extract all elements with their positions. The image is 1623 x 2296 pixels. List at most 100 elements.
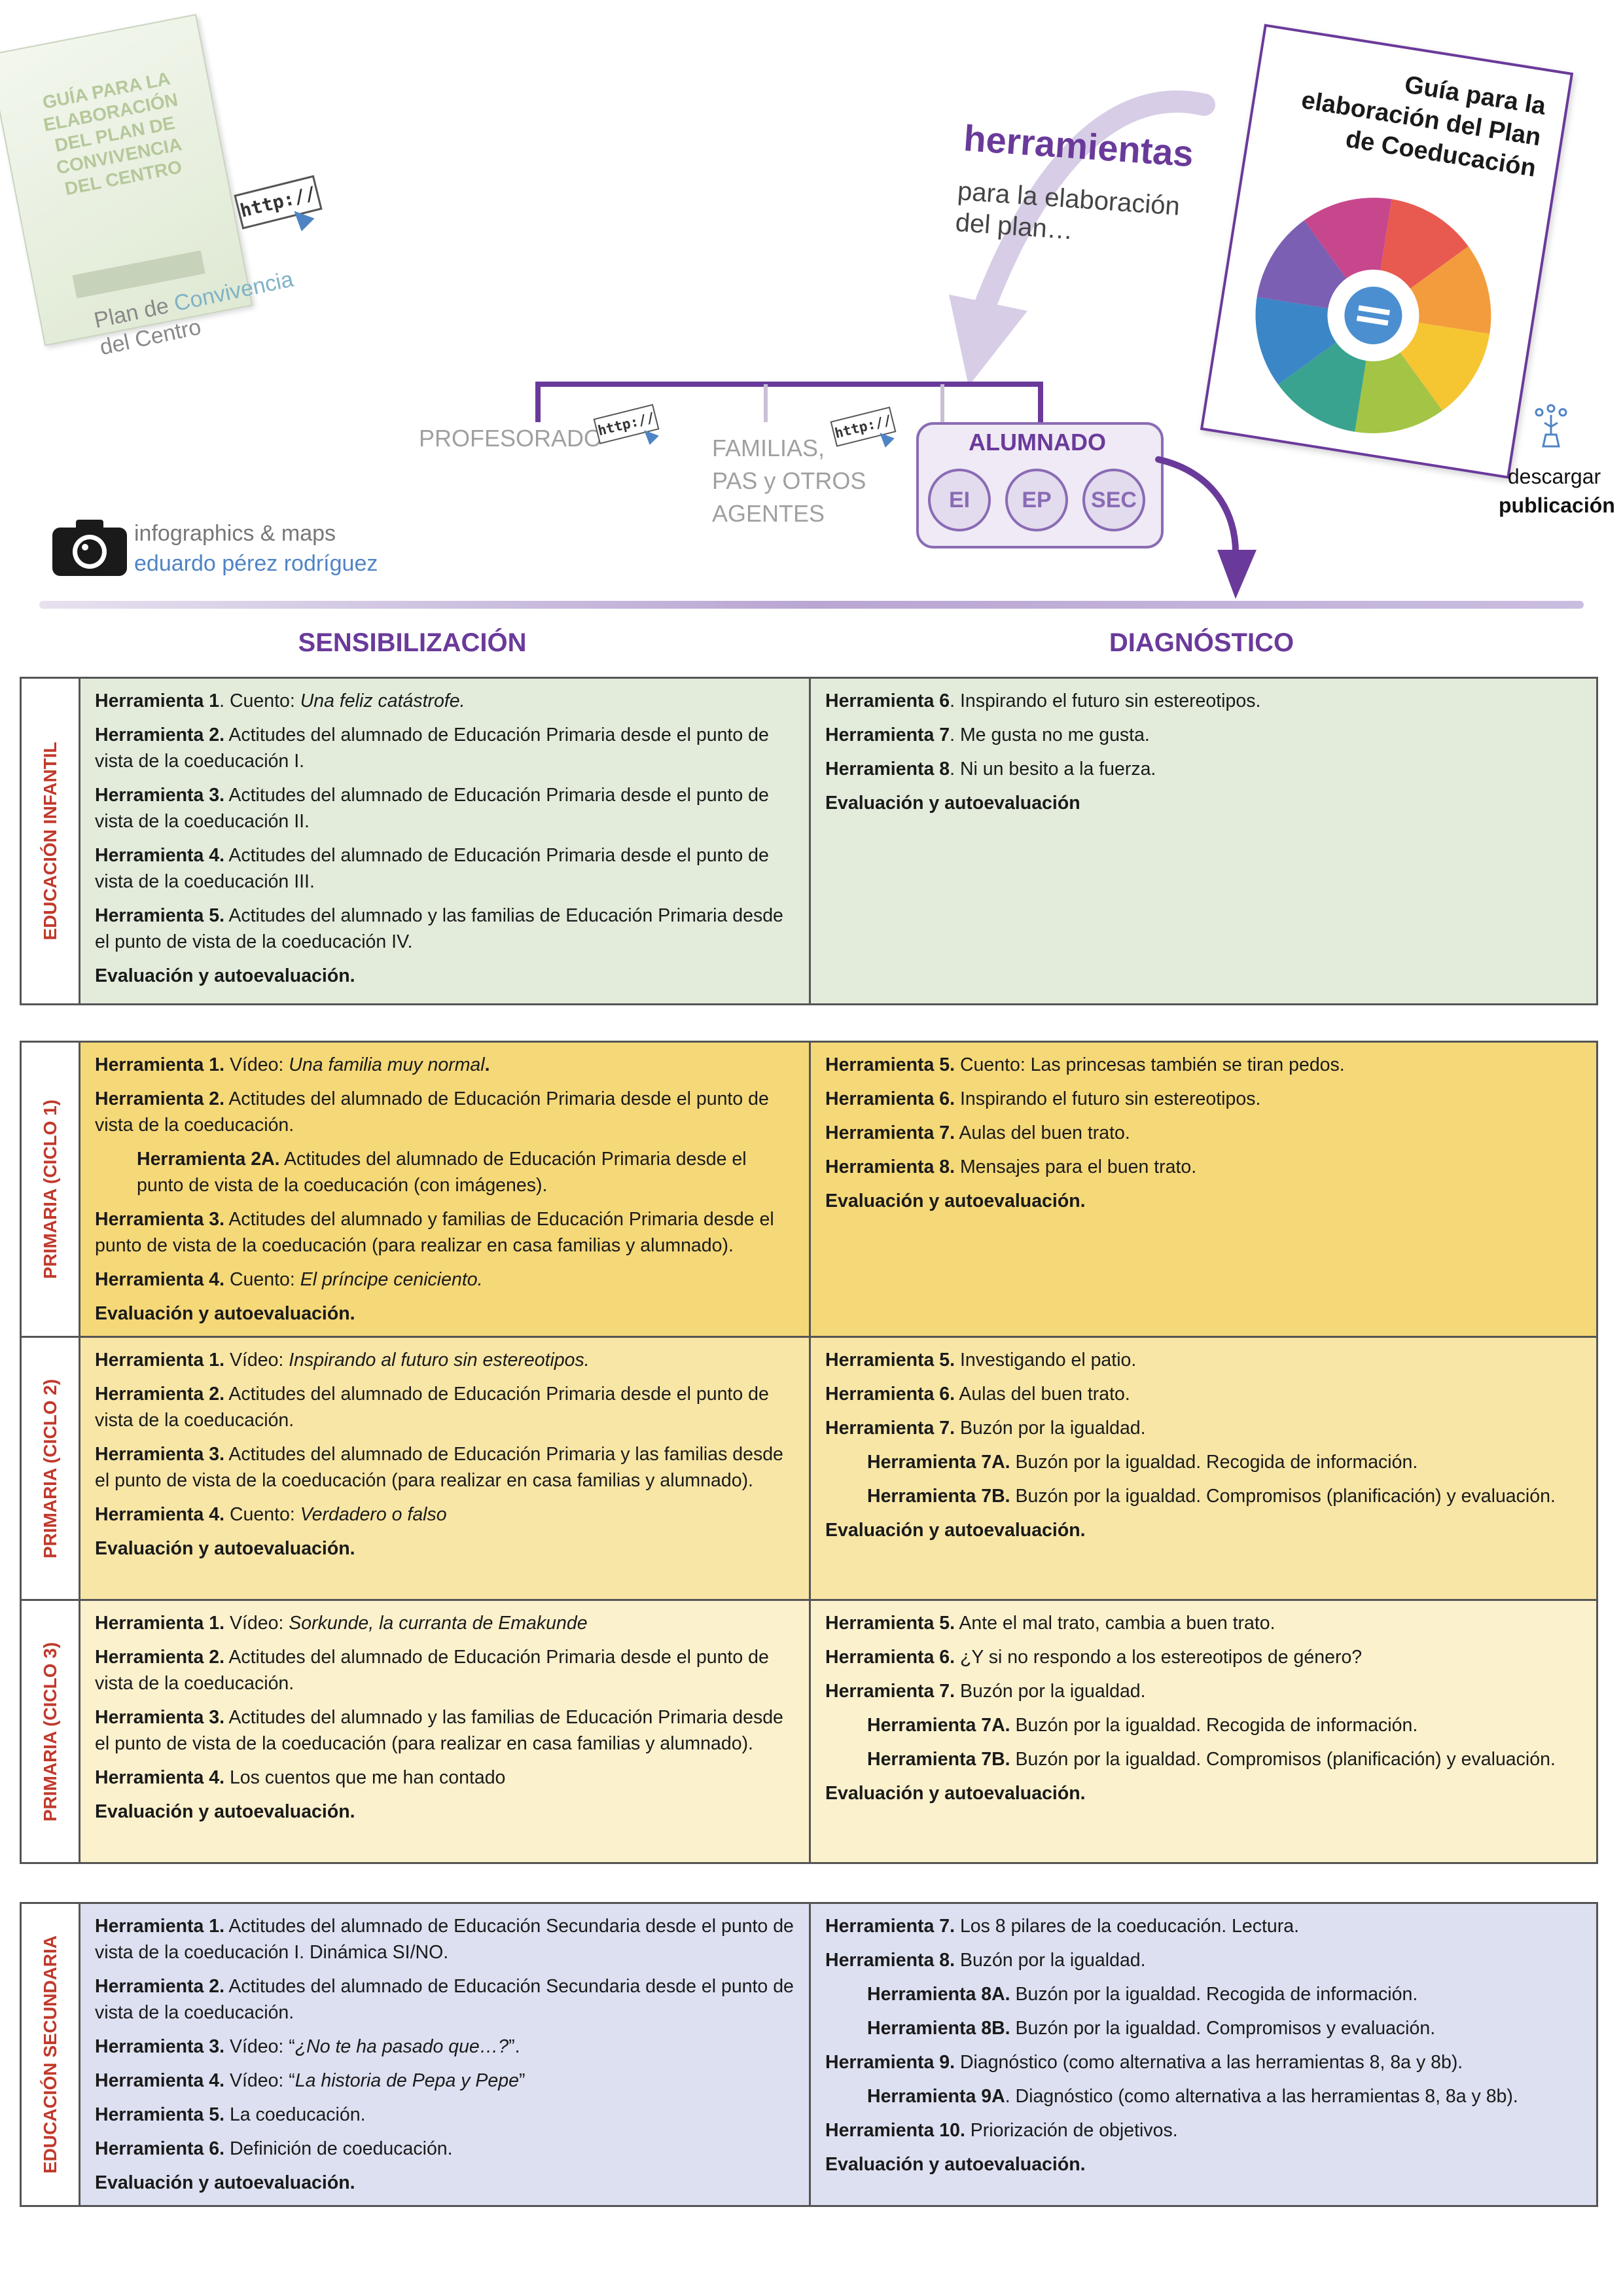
tool-item[interactable]: Herramienta 7A. Buzón por la igualdad. R…	[825, 1712, 1582, 1738]
tool-label: Herramienta 7.	[825, 1418, 955, 1439]
tool-item[interactable]: Herramienta 3. Actitudes del alumnado de…	[95, 782, 794, 834]
tool-item[interactable]: Herramienta 6. Aulas del buen trato.	[825, 1381, 1582, 1407]
tool-item[interactable]: Herramienta 7. Aulas del buen trato.	[825, 1120, 1582, 1146]
stage-ep-button[interactable]: EP	[1005, 469, 1068, 531]
tool-item[interactable]: Herramienta 8B. Buzón por la igualdad. C…	[825, 2015, 1582, 2041]
tool-item[interactable]: Herramienta 1. Actitudes del alumnado de…	[95, 1913, 794, 1965]
tool-item[interactable]: Herramienta 8A. Buzón por la igualdad. R…	[825, 1981, 1582, 2007]
tool-item[interactable]: Herramienta 5. Actitudes del alumnado y …	[95, 903, 794, 955]
tool-item[interactable]: Herramienta 7. Buzón por la igualdad.	[825, 1415, 1582, 1441]
tool-item[interactable]: Herramienta 8. Ni un besito a la fuerza.	[825, 756, 1582, 782]
tool-item[interactable]: Herramienta 2A. Actitudes del alumnado d…	[95, 1146, 794, 1198]
tool-item[interactable]: Herramienta 4. Cuento: El príncipe cenic…	[95, 1266, 794, 1293]
evaluation-item[interactable]: Evaluación y autoevaluación.	[95, 1535, 794, 1562]
tool-item[interactable]: Herramienta 9A. Diagnóstico (como altern…	[825, 2083, 1582, 2109]
tool-item[interactable]: Herramienta 7. Los 8 pilares de la coedu…	[825, 1913, 1582, 1939]
familias-line2: PAS y OTROS	[712, 467, 866, 494]
tool-label: Herramienta 9.	[825, 2052, 955, 2073]
tool-text: Ante el mal trato, cambia a buen trato.	[959, 1613, 1275, 1634]
evaluation-item[interactable]: Evaluación y autoevaluación.	[95, 963, 794, 989]
touch-click-icon[interactable]	[1525, 401, 1577, 453]
tool-text: Aulas del buen trato.	[959, 1122, 1130, 1143]
tool-item[interactable]: Herramienta 5. Investigando el patio.	[825, 1347, 1582, 1373]
tool-item[interactable]: Herramienta 3. Actitudes del alumnado de…	[95, 1441, 794, 1494]
coeducacion-guide-cover[interactable]: Guía para la elaboración del Plan de Coe…	[1200, 24, 1574, 479]
tool-item[interactable]: Herramienta 1. Vídeo: Una familia muy no…	[95, 1052, 794, 1078]
tool-item[interactable]: Herramienta 7A. Buzón por la igualdad. R…	[825, 1449, 1582, 1475]
tool-item[interactable]: Herramienta 5. Cuento: Las princesas tam…	[825, 1052, 1582, 1078]
stage-label-ciclo2: PRIMARIA (CICLO 2)	[22, 1338, 80, 1599]
tool-item[interactable]: Herramienta 4. Vídeo: “La historia de Pe…	[95, 2068, 794, 2094]
stage-ei-button[interactable]: EI	[928, 469, 991, 531]
download-line2: publicación	[1499, 493, 1615, 517]
tool-item[interactable]: Herramienta 6. ¿Y si no respondo a los e…	[825, 1644, 1582, 1670]
tool-item[interactable]: Herramienta 2. Actitudes del alumnado de…	[95, 1381, 794, 1433]
evaluation-item[interactable]: Evaluación y autoevaluación	[825, 790, 1582, 816]
tool-text: Actitudes del alumnado de Educación Secu…	[95, 1976, 794, 2023]
tool-item[interactable]: Herramienta 4. Cuento: Verdadero o falso	[95, 1501, 794, 1528]
tool-item[interactable]: Herramienta 1. Vídeo: Sorkunde, la curra…	[95, 1610, 794, 1636]
credit-author[interactable]: eduardo pérez rodríguez	[134, 551, 378, 576]
tool-text: Buzón por la igualdad.	[959, 1681, 1146, 1702]
tool-item[interactable]: Herramienta 4. Actitudes del alumnado de…	[95, 842, 794, 895]
tool-text: Diagnóstico (como alternativa a las herr…	[959, 2052, 1463, 2073]
tool-item[interactable]: Herramienta 1. Cuento: Una feliz catástr…	[95, 688, 794, 714]
tool-item[interactable]: Herramienta 3. Actitudes del alumnado y …	[95, 1704, 794, 1757]
tool-label: Herramienta 1.	[95, 1350, 225, 1371]
tool-item[interactable]: Herramienta 7B. Buzón por la igualdad. C…	[825, 1483, 1582, 1509]
tool-label: Evaluación y autoevaluación.	[825, 1191, 1086, 1211]
tool-item[interactable]: Herramienta 2. Actitudes del alumnado de…	[95, 1644, 794, 1696]
evaluation-item[interactable]: Evaluación y autoevaluación.	[825, 1780, 1582, 1806]
tool-text: Me gusta no me gusta.	[959, 725, 1150, 745]
diagnostico-cell: Herramienta 5. Cuento: Las princesas tam…	[811, 1043, 1596, 1336]
tool-item[interactable]: Herramienta 3. Actitudes del alumnado y …	[95, 1206, 794, 1259]
tool-text: Buzón por la igualdad. Compromisos y eva…	[1015, 2018, 1436, 2039]
tool-text: Buzón por la igualdad. Recogida de infor…	[1015, 1984, 1418, 2005]
tool-label: Herramienta 1.	[95, 1054, 225, 1075]
sensibilizacion-cell: Herramienta 1. Vídeo: Una familia muy no…	[80, 1043, 811, 1336]
tool-title: Verdadero o falso	[300, 1504, 447, 1525]
download-link[interactable]: descargar publicación	[1499, 462, 1615, 520]
evaluation-item[interactable]: Evaluación y autoevaluación.	[825, 1517, 1582, 1543]
row-primaria-ciclo3: PRIMARIA (CICLO 3) Herramienta 1. Vídeo:…	[22, 1599, 1596, 1862]
stage-sec-button[interactable]: SEC	[1082, 469, 1145, 531]
tool-item[interactable]: Herramienta 7B. Buzón por la igualdad. C…	[825, 1746, 1582, 1772]
tool-item[interactable]: Herramienta 5. La coeducación.	[95, 2102, 794, 2128]
evaluation-item[interactable]: Evaluación y autoevaluación.	[95, 1300, 794, 1327]
tool-item[interactable]: Herramienta 2. Actitudes del alumnado de…	[95, 722, 794, 774]
evaluation-item[interactable]: Evaluación y autoevaluación.	[825, 2151, 1582, 2178]
tool-item[interactable]: Herramienta 6. Inspirando el futuro sin …	[825, 688, 1582, 714]
stage-text: EDUCACIÓN INFANTIL	[39, 742, 60, 941]
diagnostico-cell: Herramienta 7. Los 8 pilares de la coedu…	[811, 1904, 1596, 2205]
stage-text: EDUCACIÓN SECUNDARIA	[39, 1935, 60, 2174]
tool-item[interactable]: Herramienta 6. Definición de coeducación…	[95, 2136, 794, 2162]
evaluation-item[interactable]: Evaluación y autoevaluación.	[825, 1188, 1582, 1214]
tool-item[interactable]: Herramienta 3. Vídeo: “¿No te ha pasado …	[95, 2034, 794, 2060]
tool-item[interactable]: Herramienta 7. Me gusta no me gusta.	[825, 722, 1582, 748]
section-primaria: PRIMARIA (CICLO 1) Herramienta 1. Vídeo:…	[20, 1041, 1598, 1864]
tool-item[interactable]: Herramienta 10. Priorización de objetivo…	[825, 2117, 1582, 2144]
tool-separator	[224, 2036, 230, 2057]
tool-label: Herramienta 1	[95, 691, 220, 711]
credit: infographics & maps eduardo pérez rodríg…	[134, 518, 378, 579]
familias-line1: FAMILIAS,	[712, 435, 825, 461]
tool-item[interactable]: Herramienta 6. Inspirando el futuro sin …	[825, 1086, 1582, 1112]
tool-item[interactable]: Herramienta 2. Actitudes del alumnado de…	[95, 1973, 794, 2026]
tool-item[interactable]: Herramienta 4. Los cuentos que me han co…	[95, 1765, 794, 1791]
tool-item[interactable]: Herramienta 8. Mensajes para el buen tra…	[825, 1154, 1582, 1180]
tool-separator	[955, 1950, 960, 1971]
tool-separator	[224, 2104, 230, 2125]
tool-text: Vídeo:	[229, 1054, 289, 1075]
tool-item[interactable]: Herramienta 5. Ante el mal trato, cambia…	[825, 1610, 1582, 1636]
tool-item[interactable]: Herramienta 7. Buzón por la igualdad.	[825, 1678, 1582, 1704]
evaluation-item[interactable]: Evaluación y autoevaluación.	[95, 1799, 794, 1825]
tool-label: Herramienta 5.	[825, 1350, 955, 1371]
tool-text: Actitudes del alumnado y familias de Edu…	[95, 1209, 774, 1256]
tool-item[interactable]: Herramienta 8. Buzón por la igualdad.	[825, 1947, 1582, 1973]
evaluation-item[interactable]: Evaluación y autoevaluación.	[95, 2170, 794, 2196]
tool-item[interactable]: Herramienta 9. Diagnóstico (como alterna…	[825, 2049, 1582, 2075]
tool-item[interactable]: Herramienta 2. Actitudes del alumnado de…	[95, 1086, 794, 1138]
tool-label: Herramienta 2.	[95, 1384, 225, 1405]
tool-text: Inspirando el futuro sin estereotipos.	[959, 1088, 1261, 1109]
tool-item[interactable]: Herramienta 1. Vídeo: Inspirando al futu…	[95, 1347, 794, 1373]
